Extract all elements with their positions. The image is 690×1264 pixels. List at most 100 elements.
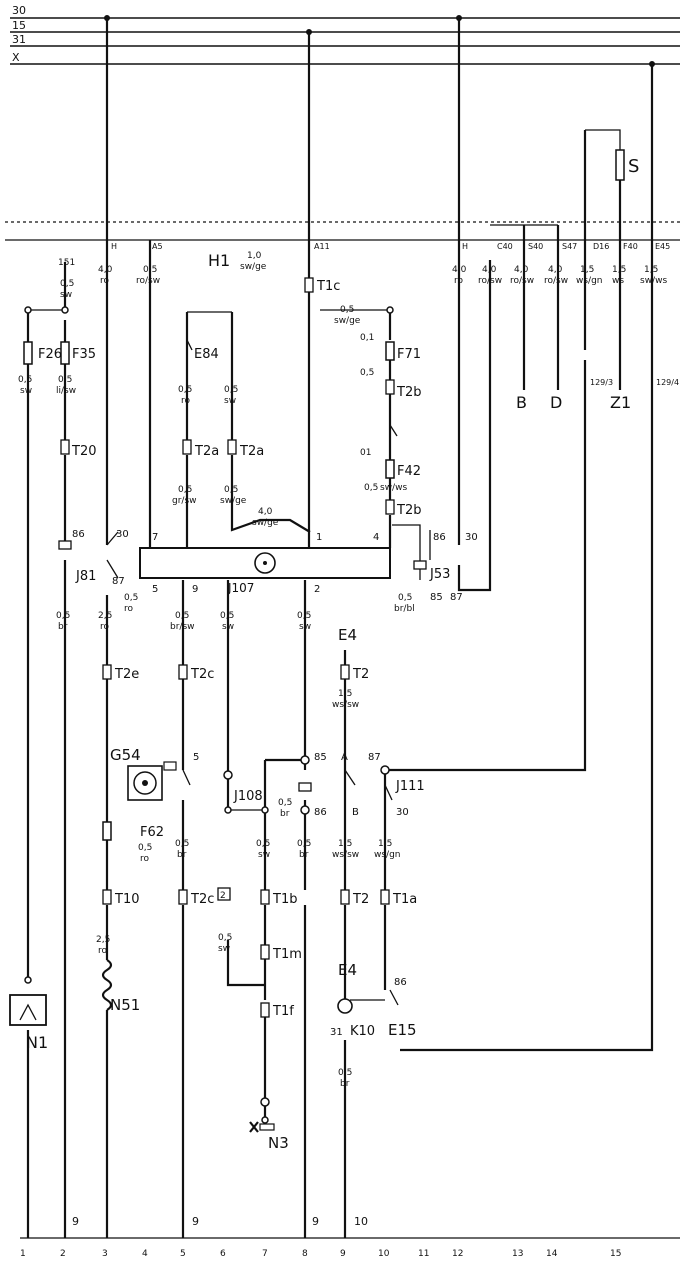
label-ref-a: 129/3 xyxy=(590,378,613,387)
relay-coils xyxy=(58,540,427,792)
svg-text:85: 85 xyxy=(314,752,327,763)
svg-text:87: 87 xyxy=(112,576,125,587)
svg-text:S47: S47 xyxy=(562,242,577,251)
svg-text:12: 12 xyxy=(452,1249,463,1259)
junction-dots xyxy=(24,306,394,1124)
svg-text:0,5: 0,5 xyxy=(398,593,412,603)
label-t2-1: T2 xyxy=(352,667,369,682)
label-t1f: T1f xyxy=(272,1004,294,1019)
label-k10: K10 xyxy=(350,1024,375,1039)
svg-text:9: 9 xyxy=(192,1215,199,1228)
fuses xyxy=(23,149,625,841)
svg-text:D16: D16 xyxy=(593,242,609,251)
svg-text:ro: ro xyxy=(100,276,110,286)
svg-text:ro: ro xyxy=(100,622,110,632)
svg-text:li/sw: li/sw xyxy=(56,386,76,396)
bus-label-30: 30 xyxy=(12,4,26,17)
svg-text:0,5: 0,5 xyxy=(340,305,354,315)
svg-text:2,5: 2,5 xyxy=(98,611,112,621)
svg-text:1,5: 1,5 xyxy=(644,265,658,275)
label-j107: J107 xyxy=(227,581,254,595)
label-j111: J111 xyxy=(395,779,425,794)
svg-text:sw/ge: sw/ge xyxy=(220,496,247,506)
svg-text:0,5: 0,5 xyxy=(58,375,72,385)
label-t20: T20 xyxy=(71,444,96,459)
svg-text:13: 13 xyxy=(512,1249,523,1259)
svg-text:A11: A11 xyxy=(314,242,330,251)
svg-text:1: 1 xyxy=(316,532,322,543)
svg-text:4,0: 4,0 xyxy=(452,265,467,275)
svg-text:87: 87 xyxy=(368,752,381,763)
label-n1: N1 xyxy=(26,1033,48,1052)
svg-text:0,5: 0,5 xyxy=(178,385,192,395)
svg-text:A: A xyxy=(341,752,348,763)
svg-text:br: br xyxy=(340,1079,350,1089)
svg-text:H: H xyxy=(111,242,117,251)
label-e15: E15 xyxy=(388,1021,417,1039)
svg-text:2,5: 2,5 xyxy=(96,935,110,945)
svg-text:0,5: 0,5 xyxy=(175,611,189,621)
svg-text:ws/gn: ws/gn xyxy=(374,850,401,860)
svg-text:0,5: 0,5 xyxy=(297,611,311,621)
svg-text:7: 7 xyxy=(152,532,158,543)
svg-text:1: 1 xyxy=(20,1249,26,1259)
svg-text:0,5: 0,5 xyxy=(60,279,74,289)
label-n3: N3 xyxy=(268,1134,289,1152)
svg-text:sw: sw xyxy=(218,944,230,954)
switch-contacts xyxy=(106,339,399,1006)
label-t1b: T1b xyxy=(272,892,297,907)
label-t10: T10 xyxy=(114,892,139,907)
svg-text:10: 10 xyxy=(378,1249,390,1259)
svg-text:0,5: 0,5 xyxy=(224,485,238,495)
svg-text:8: 8 xyxy=(302,1249,308,1259)
pin-numbers: 86 30 87 7 1 4 5 9 2 86 30 87 85 5 85 86… xyxy=(72,529,478,1038)
svg-text:0,5: 0,5 xyxy=(124,593,138,603)
svg-text:br/sw: br/sw xyxy=(170,622,195,632)
svg-text:4,0: 4,0 xyxy=(514,265,529,275)
svg-text:6: 6 xyxy=(220,1249,226,1259)
label-f42: F42 xyxy=(397,464,421,479)
svg-text:0,5: 0,5 xyxy=(297,839,311,849)
connectors xyxy=(60,277,395,1018)
svg-text:0,1: 0,1 xyxy=(360,333,374,343)
bus-label-x: X xyxy=(12,51,20,64)
svg-text:ro/sw: ro/sw xyxy=(136,276,160,286)
svg-text:ro: ro xyxy=(454,276,464,286)
label-t1c: T1c xyxy=(316,279,340,294)
svg-text:sw: sw xyxy=(258,850,270,860)
svg-text:0,5: 0,5 xyxy=(18,375,32,385)
svg-text:br: br xyxy=(299,850,309,860)
svg-text:0,5: 0,5 xyxy=(143,265,157,275)
svg-text:1,5: 1,5 xyxy=(580,265,594,275)
svg-text:11: 11 xyxy=(418,1249,429,1259)
svg-text:ws: ws xyxy=(612,276,624,286)
svg-text:86: 86 xyxy=(433,532,446,543)
svg-text:sw/ge: sw/ge xyxy=(334,316,361,326)
svg-text:0,5: 0,5 xyxy=(360,368,374,378)
svg-text:0,5: 0,5 xyxy=(175,839,189,849)
svg-text:31: 31 xyxy=(330,1027,343,1038)
svg-text:86: 86 xyxy=(394,977,407,988)
svg-text:sw/ge: sw/ge xyxy=(252,518,279,528)
svg-text:4,0: 4,0 xyxy=(482,265,497,275)
svg-text:9: 9 xyxy=(312,1215,319,1228)
svg-text:sw/ws: sw/ws xyxy=(640,276,667,286)
label-t2a-2: T2a xyxy=(239,444,264,459)
svg-text:sw: sw xyxy=(224,396,236,406)
label-t2a-1: T2a xyxy=(194,444,219,459)
svg-text:85: 85 xyxy=(430,592,443,603)
svg-text:1,5: 1,5 xyxy=(338,839,352,849)
svg-text:br: br xyxy=(177,850,187,860)
svg-text:4: 4 xyxy=(142,1249,148,1259)
svg-text:3: 3 xyxy=(102,1249,108,1259)
svg-text:br: br xyxy=(280,809,290,819)
svg-text:30: 30 xyxy=(396,807,409,818)
svg-text:ro: ro xyxy=(98,946,108,956)
label-t2c-2: T2c xyxy=(190,892,214,907)
svg-text:5: 5 xyxy=(152,584,158,595)
label-f35: F35 xyxy=(72,347,96,362)
svg-text:ro/sw: ro/sw xyxy=(544,276,568,286)
svg-text:ro/sw: ro/sw xyxy=(478,276,502,286)
svg-text:86: 86 xyxy=(314,807,327,818)
